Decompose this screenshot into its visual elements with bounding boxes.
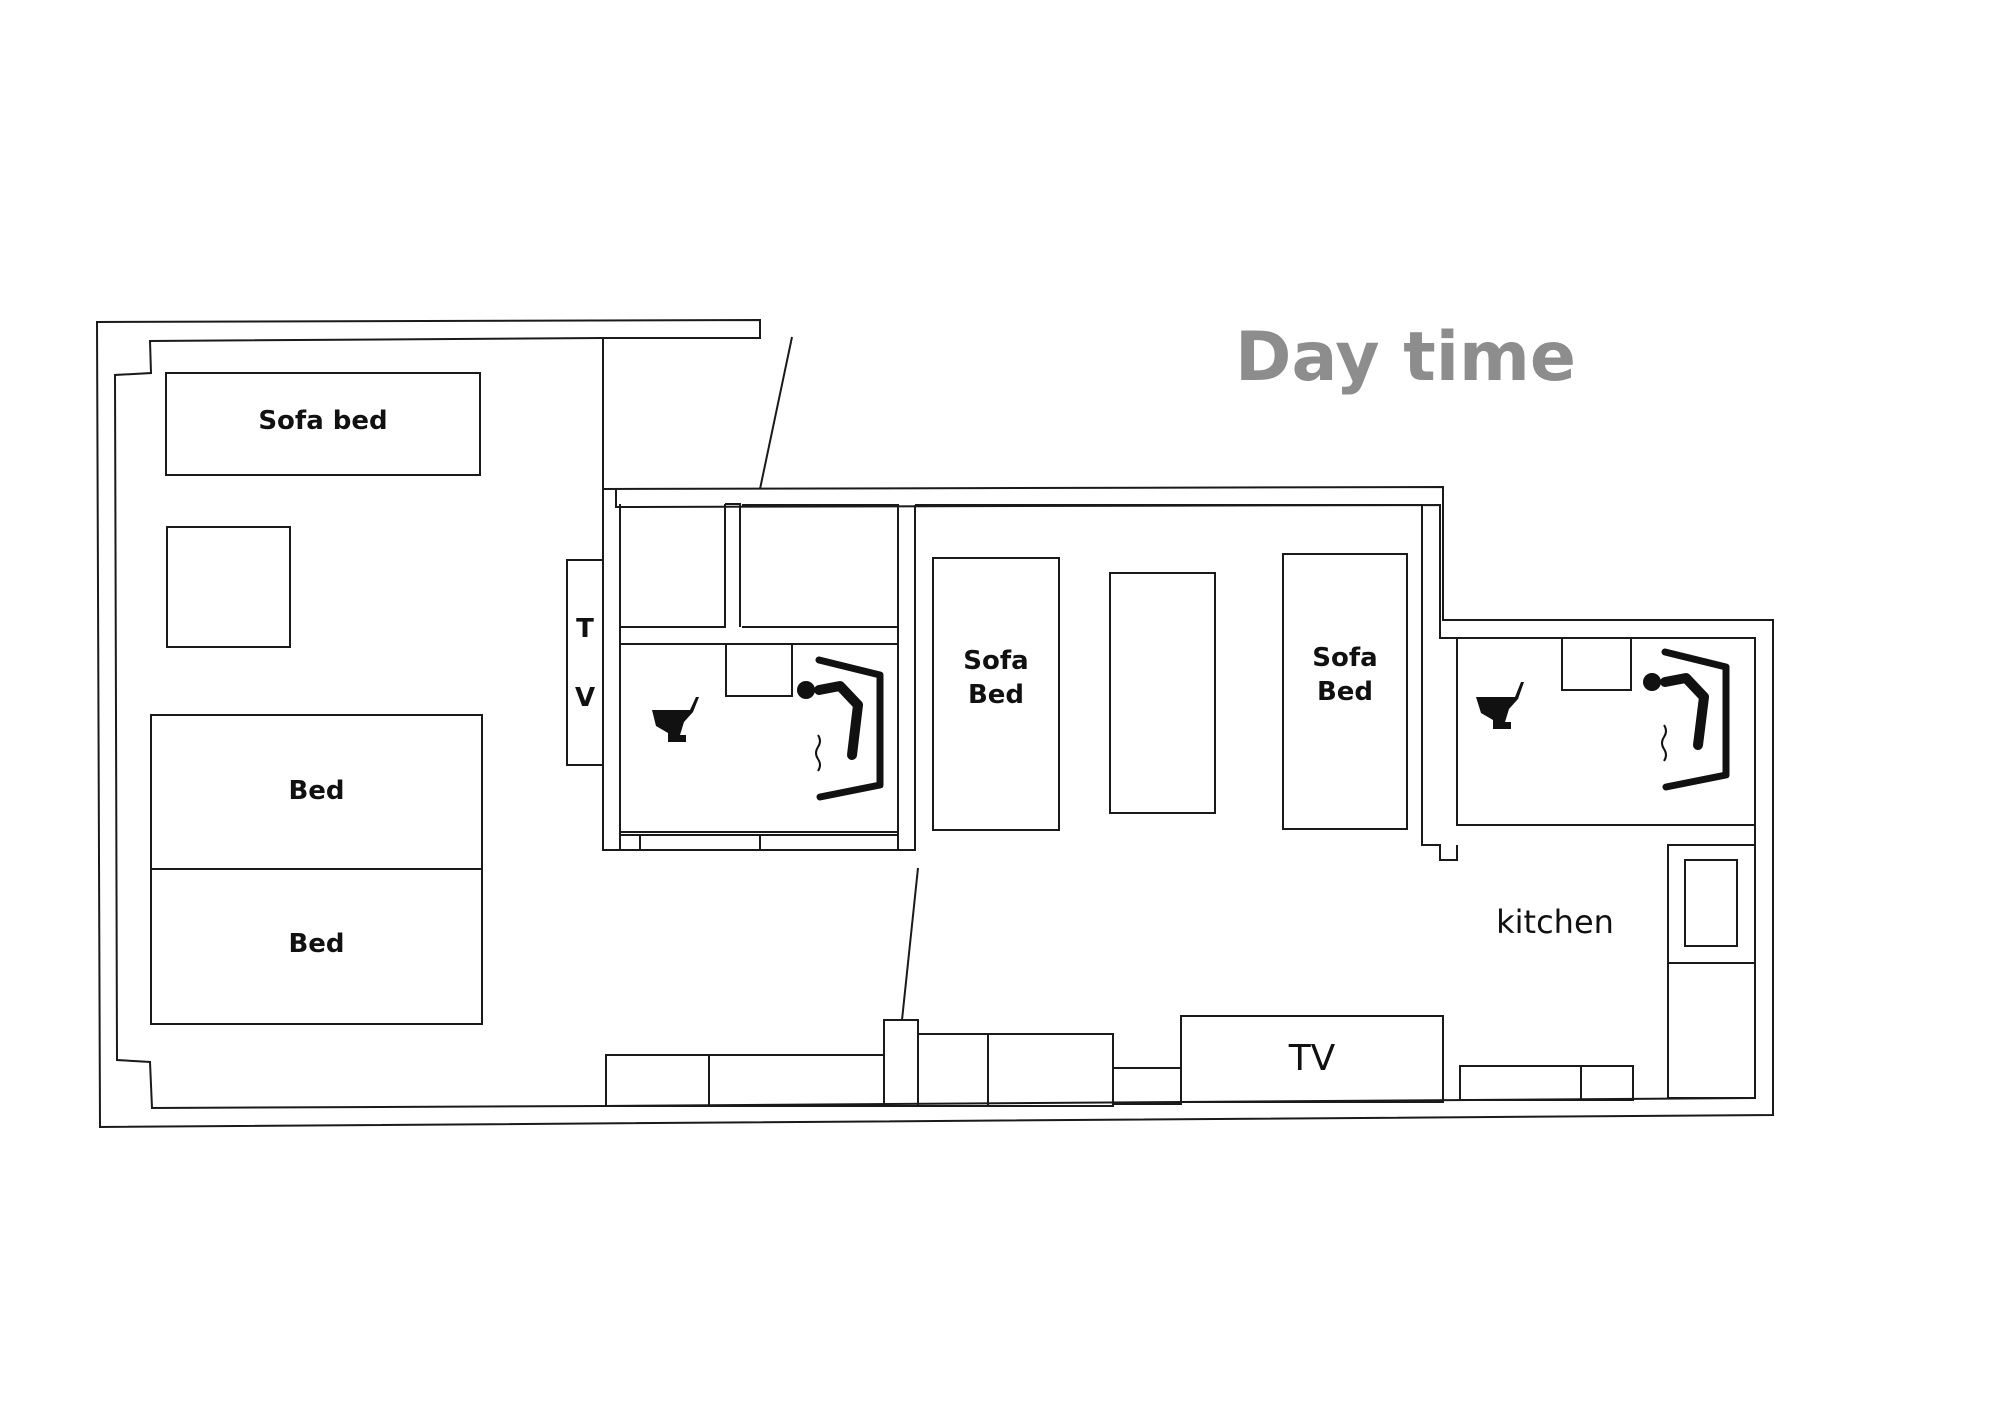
bath-cabinet-left	[725, 643, 793, 697]
label-tv-bottom: TV	[1288, 1038, 1336, 1079]
table-left	[166, 526, 291, 648]
door-top	[759, 336, 793, 490]
bath-cabinet-right	[1561, 637, 1632, 691]
label-tv-side-v: V	[574, 683, 596, 713]
sofa-bed-top	[165, 372, 481, 476]
label-bed-1: Bed	[288, 776, 345, 806]
toilet-icon	[1476, 682, 1524, 729]
bathtub-icon	[797, 656, 884, 801]
partition	[620, 504, 726, 628]
partition	[897, 505, 916, 851]
tv-stand-bottom	[1180, 1015, 1444, 1103]
label-bed-2: Bed	[288, 929, 345, 959]
bathtub-icon	[1643, 648, 1730, 791]
label-sofa-bed-mid-left: Sofa Bed	[963, 646, 1029, 710]
sofa-bed-mid-right	[1282, 553, 1408, 830]
page-title: Day time	[1235, 318, 1577, 397]
kitchen-cabinet	[1667, 844, 1756, 1099]
label-sofa-bed-top: Sofa bed	[258, 406, 388, 436]
cabinet	[708, 1054, 885, 1107]
inner-wall-right	[615, 490, 1756, 1098]
column	[883, 1019, 919, 1107]
partition	[1422, 844, 1458, 861]
kitchen-sink	[1684, 859, 1738, 947]
cabinet	[987, 1033, 1114, 1107]
door-bottom	[901, 867, 919, 1021]
label-tv-side-t: T	[576, 614, 594, 644]
cabinet	[605, 1054, 710, 1107]
inner-wall-left	[113, 337, 604, 1110]
bed-2	[150, 868, 483, 1025]
partition	[742, 504, 899, 628]
table-mid	[1109, 572, 1216, 814]
tv-stand-side	[566, 559, 604, 766]
kitchen-counter	[1667, 844, 1756, 964]
label-sofa-bed-mid-right: Sofa Bed	[1312, 643, 1378, 707]
cabinet	[1459, 1065, 1582, 1101]
partition	[639, 835, 761, 850]
cabinet	[1580, 1065, 1634, 1101]
sofa-bed-mid-left	[932, 557, 1060, 831]
cabinet	[1112, 1067, 1182, 1105]
partition	[725, 503, 741, 627]
partition	[602, 489, 621, 851]
cabinet	[917, 1033, 989, 1107]
toilet-icon	[652, 697, 699, 742]
outer-wall	[95, 318, 1774, 1129]
label-kitchen: kitchen	[1496, 903, 1614, 941]
